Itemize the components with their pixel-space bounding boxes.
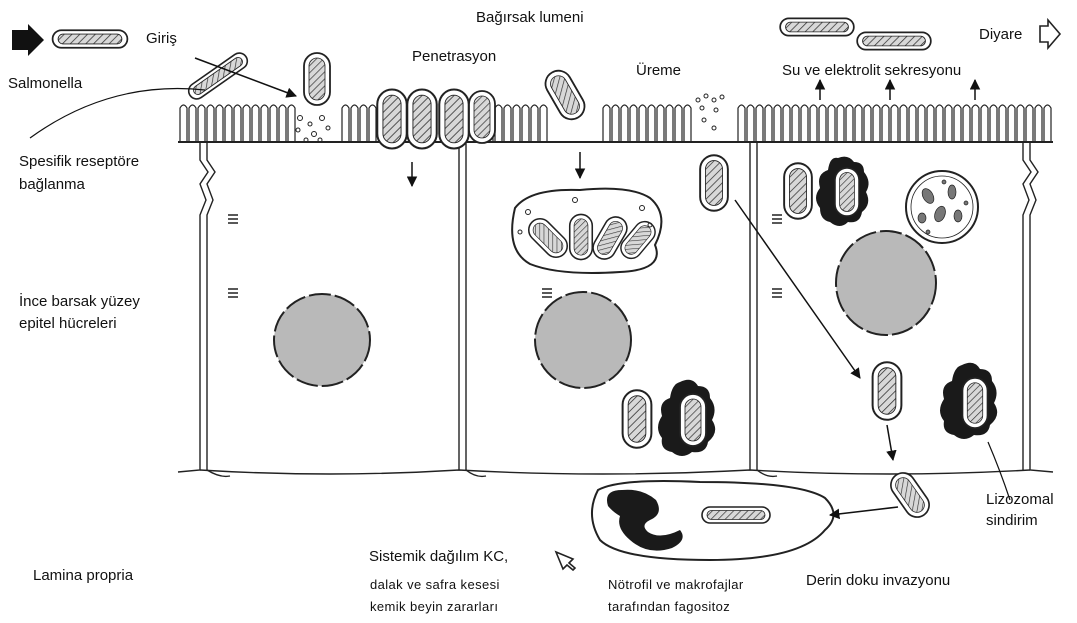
- hollow-arrow-icon: [1040, 20, 1060, 48]
- penetration-label: Penetrasyon: [412, 48, 496, 66]
- receptor-label-line2: bağlanma: [19, 176, 85, 194]
- lysosomal-label-line2: sindirim: [986, 512, 1038, 530]
- epithelium-label-line1: İnce barsak yüzey: [19, 293, 140, 311]
- systemic-label-line2: dalak ve safra kesesi: [370, 576, 500, 594]
- lumen-label: Bağırsak lumeni: [476, 9, 584, 27]
- microvilli-border: [178, 105, 1053, 142]
- phagocytosis-label-line1: Nötrofil ve makrofajlar: [608, 576, 744, 594]
- replication-vacuole: [512, 189, 661, 273]
- lamina-propria-label: Lamina propria: [33, 567, 133, 585]
- phagocyte: [592, 481, 834, 560]
- granule-vacuole: [906, 171, 978, 243]
- lysosomal-label-line1: Lizozomal: [986, 491, 1054, 509]
- receptor-label-line1: Spesifik reseptöre: [19, 153, 139, 171]
- systemic-label-line3: kemik beyin zararları: [370, 598, 498, 616]
- deep-invasion-label: Derin doku invazyonu: [806, 572, 950, 590]
- phagocytosis-label-line2: tarafından fagositoz: [608, 598, 730, 616]
- systemic-label-line1: Sistemik dağılım KC,: [369, 548, 508, 566]
- entry-label: Giriş: [146, 30, 177, 48]
- epithelium-label-line2: epitel hücreleri: [19, 315, 117, 333]
- salmonella-label: Salmonella: [8, 75, 82, 93]
- replication-label: Üreme: [636, 62, 681, 80]
- penetrating-bacteria: [377, 90, 495, 149]
- salmonella-arrow-icon: [12, 24, 44, 56]
- intracellular-bacteria: [623, 155, 934, 522]
- hollow-arrow-icon: [556, 552, 575, 570]
- secretion-label: Su ve elektrolit sekresyonu: [782, 62, 961, 80]
- diarrhea-label: Diyare: [979, 26, 1022, 44]
